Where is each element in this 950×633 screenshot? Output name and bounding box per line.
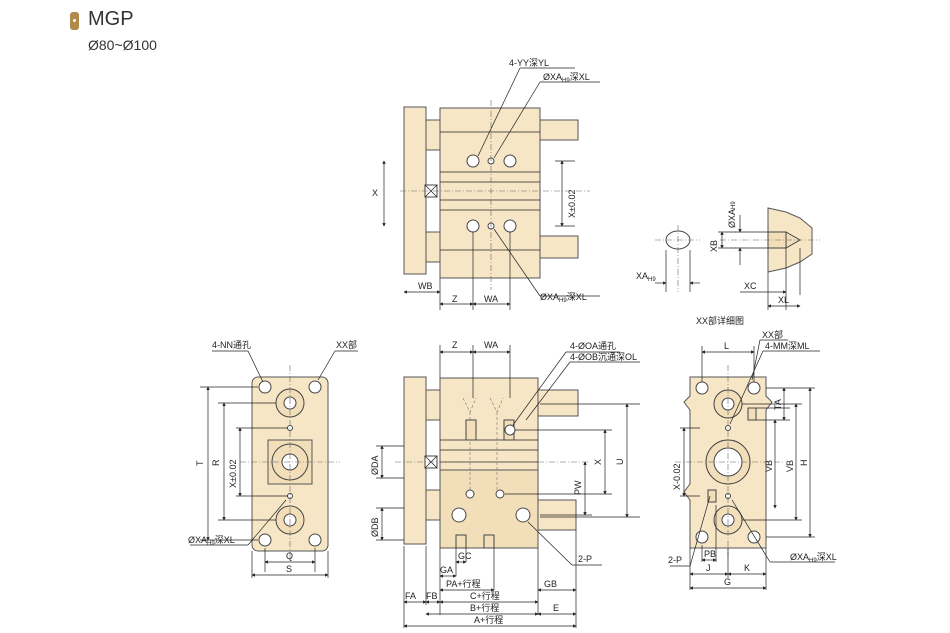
top-hole <box>503 154 517 168</box>
label-right-2p: 2-P <box>668 555 682 565</box>
top-body <box>439 107 541 279</box>
label-top-yy: 4-YY深YL <box>509 58 549 68</box>
top-rod-right-upper <box>539 119 579 141</box>
label-mid-gb: GB <box>544 579 557 589</box>
label-right-ta: TA <box>773 399 783 410</box>
label-left-q: Q <box>286 551 293 561</box>
left-corner-hole <box>308 380 322 394</box>
label-top-wa: WA <box>484 294 498 304</box>
label-top-z: Z <box>452 294 458 304</box>
top-view: 4-YY深YL ØXAH9深XL X X±0.02 WB Z WA ØXAH9深… <box>372 58 600 310</box>
label-left-xx: XX部 <box>336 339 357 350</box>
left-corner-hole <box>258 533 272 547</box>
side-end-plate <box>403 376 427 545</box>
label-mid-da: ØDA <box>370 455 380 475</box>
label-mid-oa: 4-ØOA通孔 <box>570 341 616 351</box>
page-subtitle: Ø80~Ø100 <box>88 37 157 53</box>
label-mid-b: B+行程 <box>470 602 499 613</box>
detail-view: ØXAH9 XB XAH9 XC XL XX部详细图 <box>636 201 820 326</box>
right-view: XX部 4-MM深ML L TA X-0.02 VB VB H ØXAH9深XL… <box>668 329 837 590</box>
top-hole <box>466 154 480 168</box>
label-mid-pa: PA+行程 <box>446 578 481 589</box>
label-right-l: L <box>724 341 729 351</box>
label-top-x: X <box>372 188 378 198</box>
label-det-xc: XC <box>744 281 757 291</box>
side-small-hole <box>465 489 475 499</box>
side-view: Z WA 4-ØOA通孔 4-ØOB沉通深OL ØDA ØDB X U PW G… <box>370 340 640 628</box>
label-right-k: K <box>744 563 750 573</box>
label-right-xa: ØXAH9深XL <box>790 552 837 564</box>
label-mid-fa: FA <box>405 591 416 601</box>
right-corner-hole <box>747 530 761 544</box>
left-view: 4-NN通孔 XX部 T R X±0.02 ØXAH9深XL Q S <box>188 339 358 578</box>
label-mid-ob: 4-ØOB沉通深OL <box>570 352 637 362</box>
label-det-caption: XX部详细图 <box>696 315 744 326</box>
label-left-t: T <box>195 460 205 466</box>
label-mid-x: X <box>593 459 603 465</box>
label-mid-2p: 2-P <box>578 554 592 564</box>
label-top-wb: WB <box>418 281 433 291</box>
side-port-hole <box>515 507 531 523</box>
label-left-xa: ØXAH9深XL <box>188 535 235 547</box>
label-det-xb: XB <box>709 240 719 252</box>
label-top-x-tol: X±0.02 <box>567 190 577 218</box>
label-left-s: S <box>286 564 292 574</box>
label-mid-c: C+行程 <box>470 590 500 601</box>
label-mid-db: ØDB <box>370 517 380 537</box>
top-guide-rod-left-upper <box>425 119 441 151</box>
label-mid-pw: PW <box>573 480 583 495</box>
label-right-mm: 4-MM深ML <box>765 341 810 351</box>
label-top-xa1: ØXAH9深XL <box>543 72 590 84</box>
side-port-hole <box>451 507 467 523</box>
label-mid-z: Z <box>452 340 458 350</box>
label-right-pb: PB <box>704 549 716 559</box>
label-det-xa-v: ØXAH9 <box>727 201 737 228</box>
label-mid-u: U <box>615 459 625 466</box>
label-right-j: J <box>706 563 711 573</box>
label-right-vb: VB <box>764 460 774 472</box>
top-hole <box>503 219 517 233</box>
label-det-xl: XL <box>778 295 789 305</box>
label-left-x-tol: X±0.02 <box>228 460 238 488</box>
right-corner-hole <box>695 381 709 395</box>
top-hole <box>466 219 480 233</box>
label-mid-ga: GA <box>440 565 453 575</box>
label-left-nn: 4-NN通孔 <box>212 340 251 350</box>
side-guide-rod-upper <box>425 389 441 421</box>
side-guide-rod-lower <box>425 489 441 521</box>
left-corner-hole <box>308 533 322 547</box>
label-right-g: G <box>724 577 731 587</box>
label-right-va: VB <box>785 460 795 472</box>
bullet-icon <box>70 12 79 30</box>
top-guide-rod-left-lower <box>425 231 441 263</box>
label-mid-a: A+行程 <box>474 614 503 625</box>
label-top-xa2: ØXAH9深XL <box>540 292 587 304</box>
left-corner-hole <box>258 380 272 394</box>
right-corner-hole <box>695 530 709 544</box>
label-mid-gc: GC <box>458 551 472 561</box>
label-mid-e: E <box>553 603 559 613</box>
label-right-h: H <box>799 460 809 467</box>
right-corner-hole <box>747 381 761 395</box>
top-end-plate <box>403 106 427 275</box>
label-det-xa-h: XAH9 <box>636 271 656 283</box>
label-mid-fb: FB <box>426 591 438 601</box>
side-rod-right-upper <box>537 389 579 417</box>
label-right-x-tol: X-0.02 <box>672 463 682 490</box>
page-title: MGP <box>88 8 134 30</box>
side-small-hole <box>495 489 505 499</box>
top-rod-right-lower <box>539 235 579 259</box>
label-mid-wa: WA <box>484 340 498 350</box>
label-left-r: R <box>211 459 221 466</box>
label-right-xx: XX部 <box>762 329 783 340</box>
